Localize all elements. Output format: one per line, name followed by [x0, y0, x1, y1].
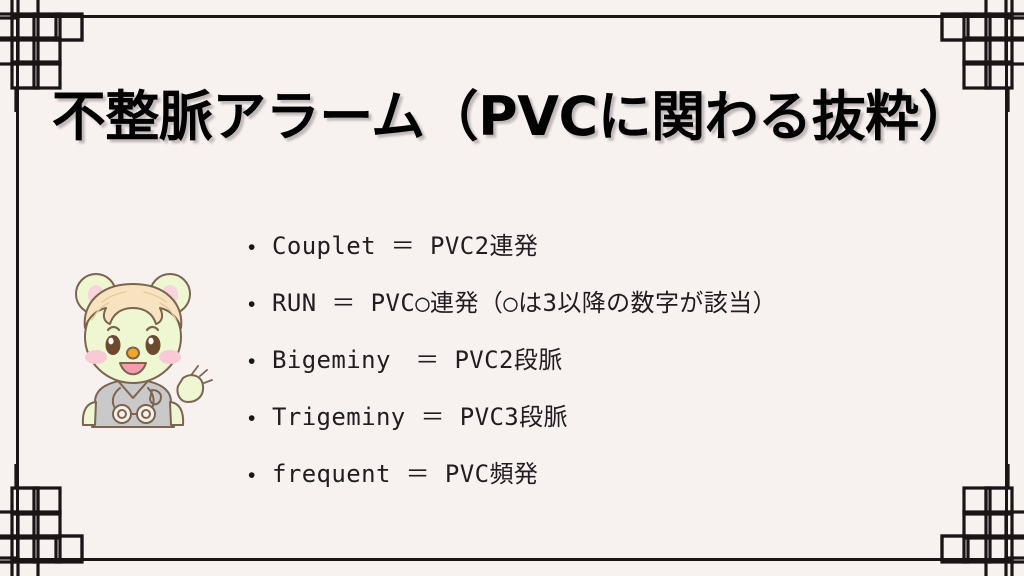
frame-border-right	[1005, 15, 1008, 561]
list-item-text: Couplet ＝ PVC2連発	[272, 232, 539, 260]
list-item-text: Trigeminy ＝ PVC3段脈	[272, 403, 568, 431]
bullet-marker-icon: •	[248, 407, 256, 430]
frame-border-bottom	[16, 558, 1008, 561]
bullet-list: • Couplet ＝ PVC2連発 • RUN ＝ PVC○連発（○は3以降の…	[248, 226, 777, 511]
list-item-text: RUN ＝ PVC○連発（○は3以降の数字が該当）	[272, 289, 777, 317]
bullet-marker-icon: •	[248, 293, 256, 316]
list-item: • Couplet ＝ PVC2連発	[248, 226, 777, 283]
bullet-marker-icon: •	[248, 236, 256, 259]
corner-ornament-top-right	[904, 0, 1024, 112]
mascot-illustration	[52, 262, 224, 462]
bullet-marker-icon: •	[248, 464, 256, 487]
list-item-text: Bigeminy ＝ PVC2段脈	[272, 346, 563, 374]
corner-ornament-bottom-left	[0, 464, 120, 576]
frame-border-left	[16, 15, 19, 561]
page-title: 不整脈アラーム（PVCに関わる抜粋）	[51, 85, 973, 148]
frame-border-top	[16, 15, 1008, 18]
list-item: • Trigeminy ＝ PVC3段脈	[248, 397, 777, 454]
corner-ornament-bottom-right	[904, 464, 1024, 576]
list-item: • RUN ＝ PVC○連発（○は3以降の数字が該当）	[248, 283, 777, 340]
list-item-text: frequent ＝ PVC頻発	[272, 460, 539, 488]
bullet-marker-icon: •	[248, 350, 256, 373]
corner-ornament-top-left	[0, 0, 120, 112]
list-item: • Bigeminy ＝ PVC2段脈	[248, 340, 777, 397]
list-item: • frequent ＝ PVC頻発	[248, 454, 777, 511]
